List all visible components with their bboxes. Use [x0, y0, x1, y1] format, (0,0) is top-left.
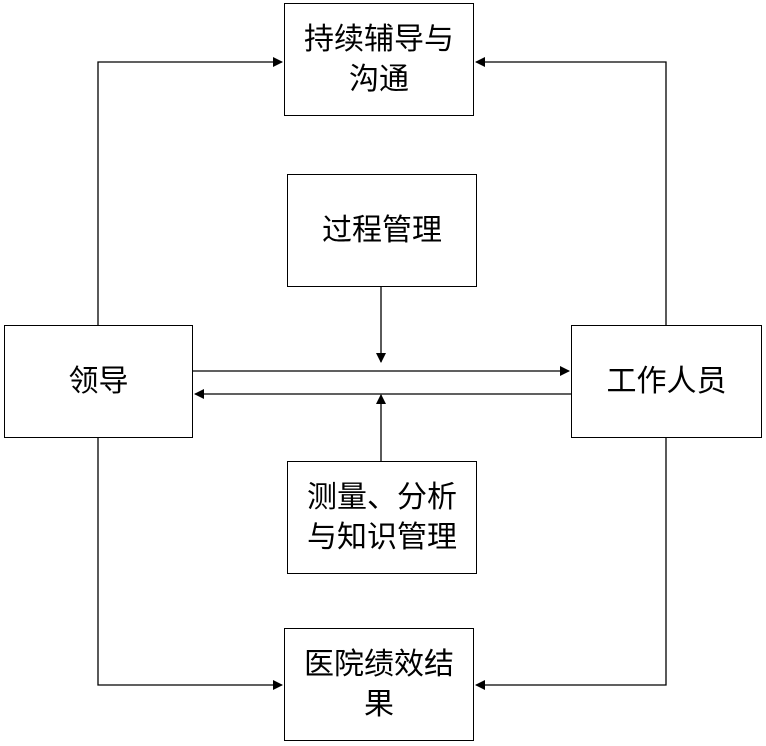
measurement-analysis-label: 测量、分析与知识管理 — [307, 479, 457, 555]
hospital-performance-result-label: 医院绩效结果 — [304, 646, 454, 722]
coaching-communication-label: 持续辅导与沟通 — [304, 21, 454, 97]
leader-label: 领导 — [68, 363, 129, 399]
arrow-staff-to-coaching — [475, 57, 667, 325]
arrow-leader-to-result — [97, 438, 283, 690]
hospital-performance-result-box: 医院绩效结果 — [284, 628, 474, 741]
arrow-leader-to-coaching — [97, 57, 283, 325]
arrow-staff-to-result — [475, 438, 667, 690]
leader-box: 领导 — [4, 325, 193, 438]
staff-label: 工作人员 — [606, 363, 727, 399]
process-management-label: 过程管理 — [322, 212, 442, 248]
process-management-box: 过程管理 — [287, 174, 477, 287]
coaching-communication-box: 持续辅导与沟通 — [284, 3, 474, 116]
staff-box: 工作人员 — [571, 325, 762, 438]
measurement-analysis-box: 测量、分析与知识管理 — [287, 461, 477, 574]
